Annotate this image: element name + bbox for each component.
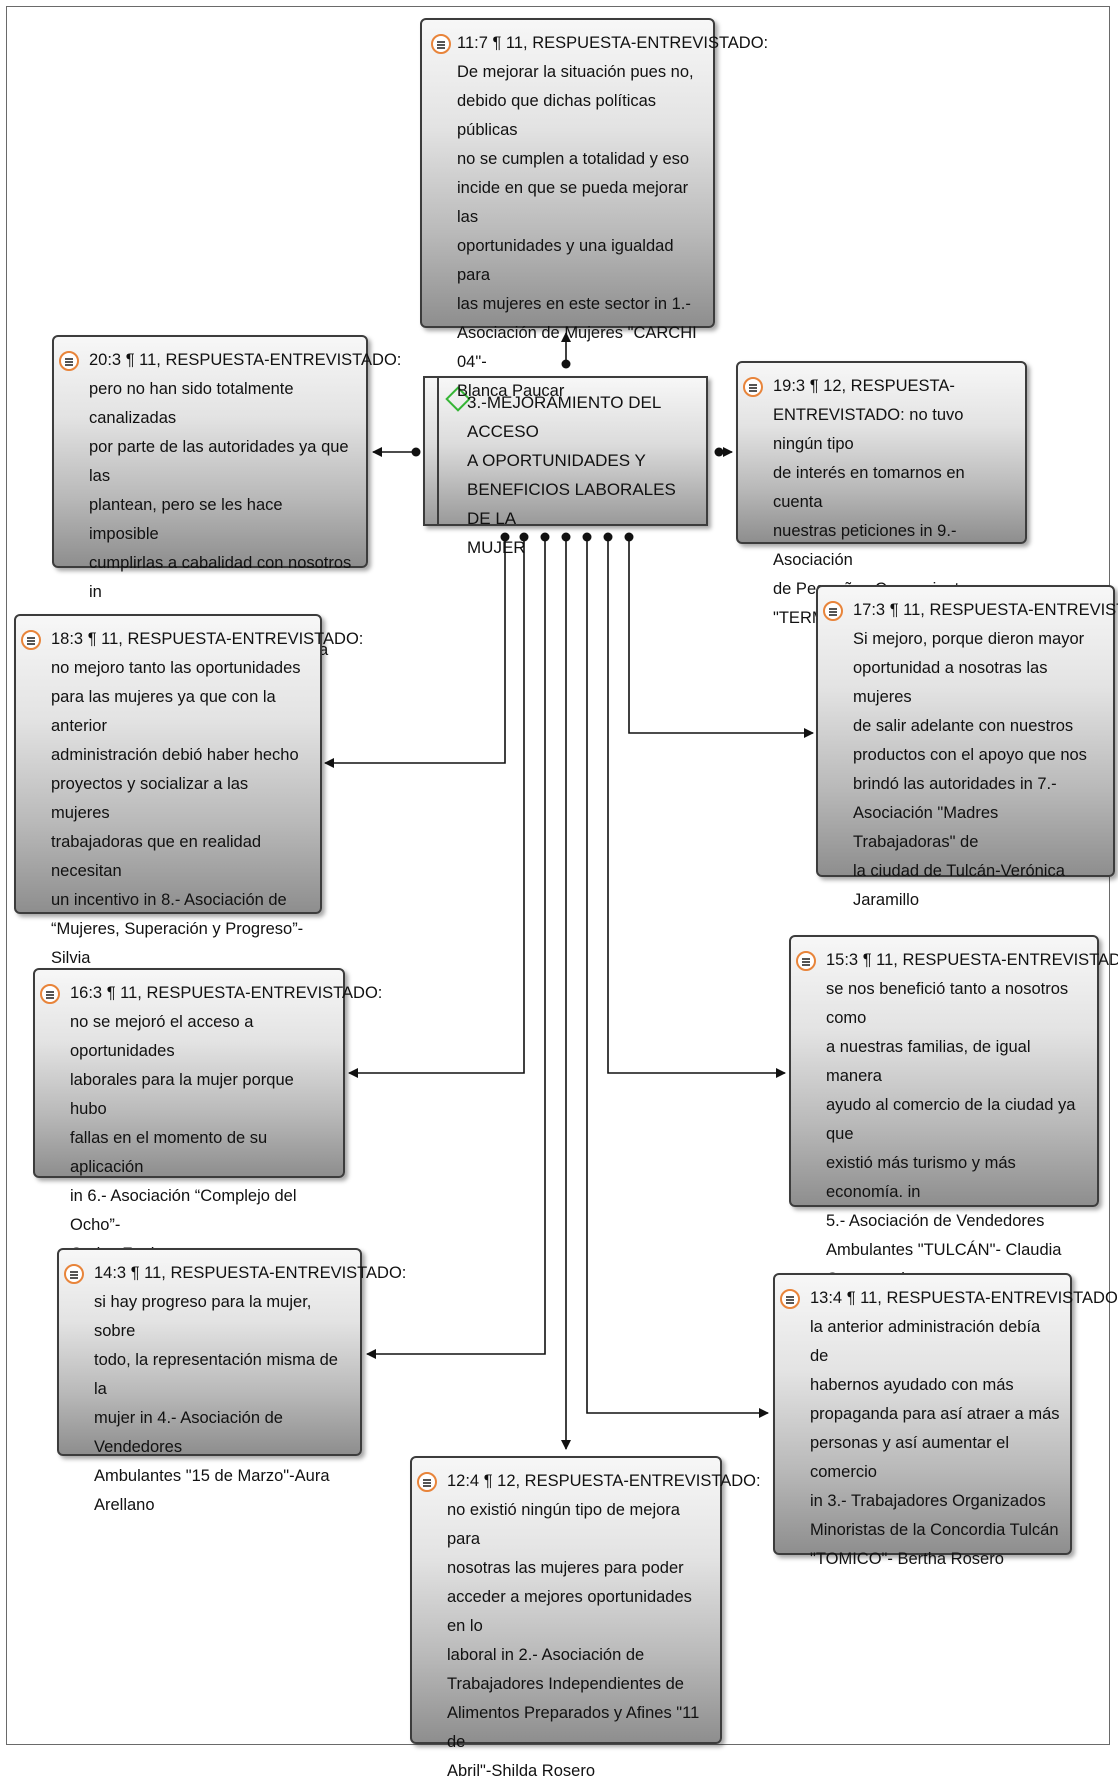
code-node-bar: [437, 378, 439, 524]
quotation-icon: [823, 601, 843, 621]
connector-15-3: [607, 538, 786, 1078]
quotation-header: 17:3 ¶ 11, RESPUESTA-ENTREVISTADO:: [853, 601, 1118, 619]
quotation-icon: [743, 377, 763, 397]
quotation-16-3[interactable]: 16:3 ¶ 11, RESPUESTA-ENTREVISTADO: no se…: [33, 968, 383, 1263]
quotation-text: la anterior administración debía de habe…: [810, 1318, 1060, 1568]
quotation-icon: [21, 630, 41, 650]
quotation-icon: [64, 1264, 84, 1284]
connector-18-3: [324, 538, 506, 768]
quotation-12-4[interactable]: 12:4 ¶ 12, RESPUESTA-ENTREVISTADO: no ex…: [410, 1456, 761, 1780]
quotation-14-3[interactable]: 14:3 ¶ 11, RESPUESTA-ENTREVISTADO: si ha…: [57, 1248, 407, 1514]
connector-dot: [561, 532, 571, 542]
connector-dot: [714, 447, 724, 457]
quotation-20-3[interactable]: 20:3 ¶ 11, RESPUESTA-ENTREVISTADO: pero …: [52, 335, 402, 688]
quotation-icon: [59, 351, 79, 371]
quotation-13-4[interactable]: 13:4 ¶ 11, RESPUESTA-ENTREVISTADO: la an…: [773, 1273, 1118, 1568]
quotation-icon: [796, 951, 816, 971]
quotation-text: no mejoro tanto las oportunidades para l…: [51, 659, 304, 996]
connector-16-3: [348, 538, 525, 1078]
quotation-text: se nos benefició tanto a nosotros como a…: [826, 980, 1076, 1288]
quotation-header: 18:3 ¶ 11, RESPUESTA-ENTREVISTADO:: [51, 630, 364, 648]
quotation-header: 20:3 ¶ 11, RESPUESTA-ENTREVISTADO:: [89, 351, 402, 369]
quotation-icon: [40, 984, 60, 1004]
quotation-text: si hay progreso para la mujer, sobre tod…: [94, 1293, 338, 1514]
quotation-15-3[interactable]: 15:3 ¶ 11, RESPUESTA-ENTREVISTADO: se no…: [789, 935, 1118, 1288]
connector-dot: [411, 447, 421, 457]
connector-dot: [561, 359, 571, 369]
quotation-11-7[interactable]: 11:7 ¶ 11, RESPUESTA-ENTREVISTADO: De me…: [420, 18, 769, 400]
quotation-header: 12:4 ¶ 12, RESPUESTA-ENTREVISTADO:: [447, 1472, 761, 1490]
quotation-icon: [417, 1472, 437, 1492]
connector-14-3: [366, 538, 546, 1359]
quotation-header: 14:3 ¶ 11, RESPUESTA-ENTREVISTADO:: [94, 1264, 407, 1282]
connector-dot: [519, 532, 529, 542]
connector-13-4: [586, 538, 769, 1418]
quotation-text: no se mejoró el acceso a oportunidades l…: [70, 1013, 297, 1263]
quotation-icon: [431, 34, 451, 54]
connector-dot: [582, 532, 592, 542]
quotation-header: 16:3 ¶ 11, RESPUESTA-ENTREVISTADO:: [70, 984, 383, 1002]
quotation-header: 13:4 ¶ 11, RESPUESTA-ENTREVISTADO:: [810, 1289, 1118, 1307]
quotation-19-3[interactable]: 19:3 ¶ 12, RESPUESTA- ENTREVISTADO: no t…: [736, 361, 1027, 627]
quotation-header: 15:3 ¶ 11, RESPUESTA-ENTREVISTADO:: [826, 951, 1118, 969]
quotation-text: no existió ningún tipo de mejora para no…: [447, 1501, 700, 1780]
quotation-header: 19:3 ¶ 12, RESPUESTA-: [773, 377, 955, 395]
quotation-text: De mejorar la situación pues no, debido …: [457, 63, 697, 400]
connector-dot: [540, 532, 550, 542]
quotation-header: 11:7 ¶ 11, RESPUESTA-ENTREVISTADO:: [457, 34, 769, 52]
quotation-18-3[interactable]: 18:3 ¶ 11, RESPUESTA-ENTREVISTADO: no me…: [14, 614, 364, 996]
connector-dot: [603, 532, 613, 542]
connector-dot: [500, 532, 510, 542]
code-node[interactable]: 3.-MEJORAMIENTO DEL ACCESO A OPORTUNIDAD…: [423, 376, 708, 557]
connector-17-3: [628, 538, 814, 738]
connector-dot: [624, 532, 634, 542]
code-label: 3.-MEJORAMIENTO DEL ACCESO A OPORTUNIDAD…: [467, 393, 676, 557]
quotation-text: Si mejoro, porque dieron mayor oportunid…: [853, 630, 1087, 909]
quotation-icon: [780, 1289, 800, 1309]
quotation-17-3[interactable]: 17:3 ¶ 11, RESPUESTA-ENTREVISTADO: Si me…: [816, 585, 1118, 909]
